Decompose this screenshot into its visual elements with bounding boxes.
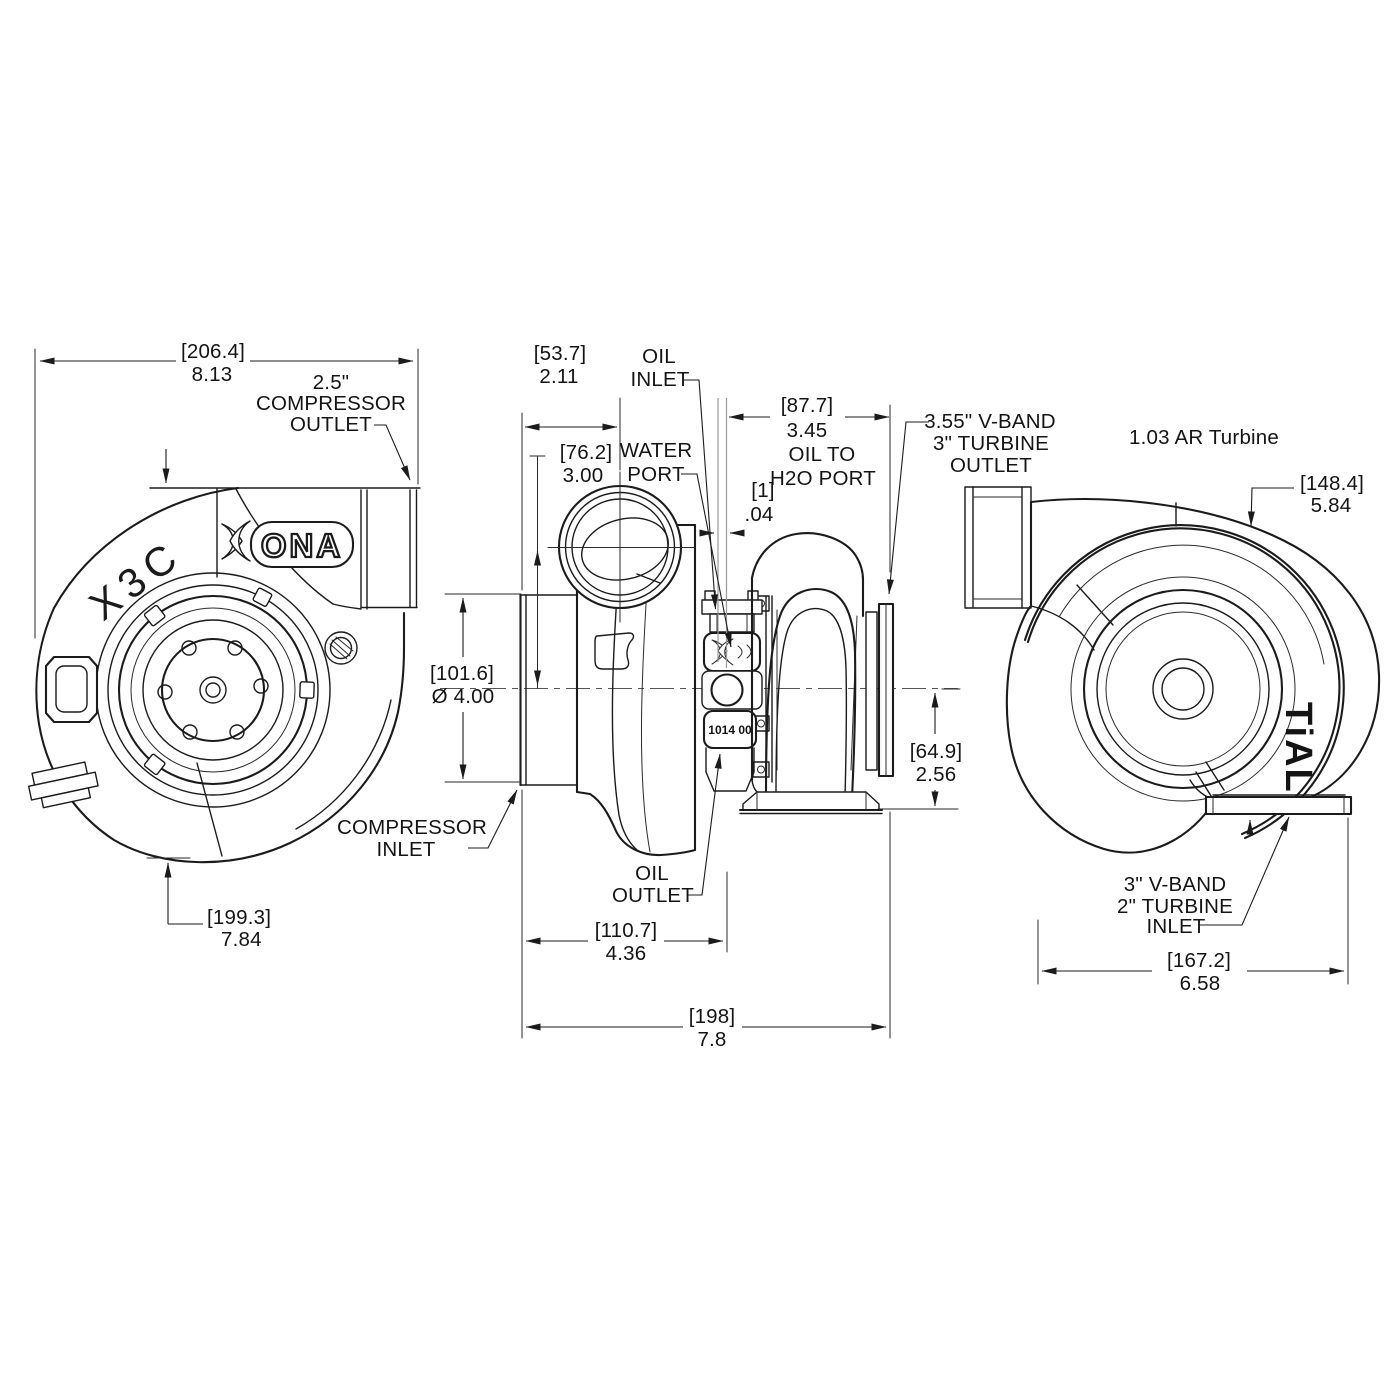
callout-text: PORT (627, 463, 685, 486)
dim-text: 5.84 (1311, 494, 1352, 517)
callout-text: H2O PORT (770, 467, 876, 490)
dim-text: [110.7] (595, 919, 658, 942)
dim-overall-length: [198] 7.8 (525, 404, 891, 1051)
dim-text: 3.45 (787, 419, 828, 442)
water-port (547, 471, 695, 623)
compressor-wheel-nut-dots (157, 640, 269, 740)
dim-centerline-to-inlet-flange: [64.9] 2.56 (877, 688, 963, 810)
callout-text: INLET (630, 368, 689, 391)
turbine-outlet-callout: 3.55" V-BAND 3" TURBINE OUTLET (886, 410, 1056, 595)
callout-text: OUTLET (950, 454, 1032, 477)
dim-overall-height: [199.3] 7.84 (146, 449, 271, 951)
callout-text: WATER (620, 439, 693, 462)
callout-text: OUTLET (290, 413, 372, 436)
bearing-housing-serial: 1014 00 (708, 723, 752, 737)
dim-text: [199.3] (207, 906, 271, 929)
dim-text: 7.84 (221, 928, 262, 951)
dim-text: [64.9] (910, 740, 963, 763)
dim-text: [53.7] (534, 342, 587, 365)
dim-text: [101.6] (430, 662, 494, 685)
side-profile-view: 1014 00 [53.7] (337, 342, 962, 1051)
dim-text: [198] (689, 1005, 736, 1028)
compressor-end-view: X3C ONA [206.4] 8.13 2.5" COMPRESSOR OUT… (27, 340, 421, 951)
dim-text: Ø 4.00 (432, 685, 495, 708)
callout-text: OIL (635, 862, 669, 885)
dim-text: 7.8 (697, 1028, 726, 1051)
callout-text: INLET (376, 838, 435, 861)
oil-inlet-callout: OIL INLET (630, 345, 718, 610)
oil-outlet-callout: OIL OUTLET (612, 753, 722, 907)
tial-logo-text: TiAL (1277, 702, 1319, 794)
dim-turbine-height: [148.4] 5.84 (1247, 472, 1364, 527)
dim-inlet-to-oil-outlet: [110.7] 4.36 (521, 789, 728, 1039)
callout-text: OUTLET (612, 884, 694, 907)
turbine-end-view: TiAL 3.55" V-BAND 3" TURBINE OUTLET 1.03… (886, 410, 1381, 995)
dim-text: 8.13 (192, 363, 233, 386)
dim-port-offset: [1] .04 (699, 479, 775, 537)
dim-text: [206.4] (181, 340, 245, 363)
dim-text: [76.2] (560, 441, 613, 464)
compressor-inlet-callout: COMPRESSOR INLET (337, 789, 518, 861)
ar-ratio-label: 1.03 AR Turbine (1129, 426, 1279, 449)
dim-text: 3.00 (563, 464, 604, 487)
callout-text: OIL (642, 345, 676, 368)
callout-text: COMPRESSOR (337, 816, 487, 839)
callout-text: 2" TURBINE (1117, 895, 1233, 918)
dim-inlet-diameter: [101.6] Ø 4.00 (430, 593, 522, 783)
callout-text: INLET (1146, 915, 1205, 938)
xona-logo-text: ONA (261, 527, 343, 564)
dim-turbine-width: [167.2] 6.58 (1037, 817, 1349, 995)
callout-text: 3" V-BAND (1124, 873, 1227, 896)
xona-bowtie-icon (229, 520, 251, 562)
water-port-callout: WATER PORT (620, 439, 732, 648)
dim-inlet-to-water-port: [53.7] 2.11 (521, 342, 621, 591)
dim-text: 2.56 (916, 763, 957, 786)
dim-text: [87.7] (781, 394, 834, 417)
dim-port-to-outlet: [87.7] 3.45 (728, 394, 890, 442)
dim-text: 6.58 (1180, 972, 1221, 995)
dim-text: 4.36 (606, 942, 647, 965)
oil-to-h2o-label: OIL TO H2O PORT (770, 443, 876, 490)
dim-text: 2.11 (539, 365, 578, 388)
xona-logo: ONA (221, 520, 355, 569)
bearing-housing: 1014 00 (701, 590, 778, 792)
callout-text: OIL TO (789, 443, 856, 466)
callout-text: COMPRESSOR (256, 392, 406, 415)
dim-overall-width: [206.4] 8.13 (34, 340, 419, 639)
lower-flange-stub (27, 761, 99, 809)
dim-text: [167.2] (1167, 949, 1231, 972)
compressor-outlet-callout: 2.5" COMPRESSOR OUTLET (256, 371, 411, 481)
turbine-housing-profile (738, 532, 895, 815)
dim-text: [1] (751, 479, 774, 502)
callout-text: 3" TURBINE (933, 432, 1049, 455)
turbine-inlet-callout: 3" V-BAND 2" TURBINE INLET (1117, 816, 1290, 938)
callout-text: 2.5" (313, 371, 350, 394)
screw-icon (324, 631, 358, 665)
dim-text: .04 (744, 503, 773, 526)
callout-text: 3.55" V-BAND (924, 410, 1056, 433)
dim-water-port-height: [76.2] 3.00 (529, 441, 613, 689)
dim-text: [148.4] (1300, 472, 1364, 495)
